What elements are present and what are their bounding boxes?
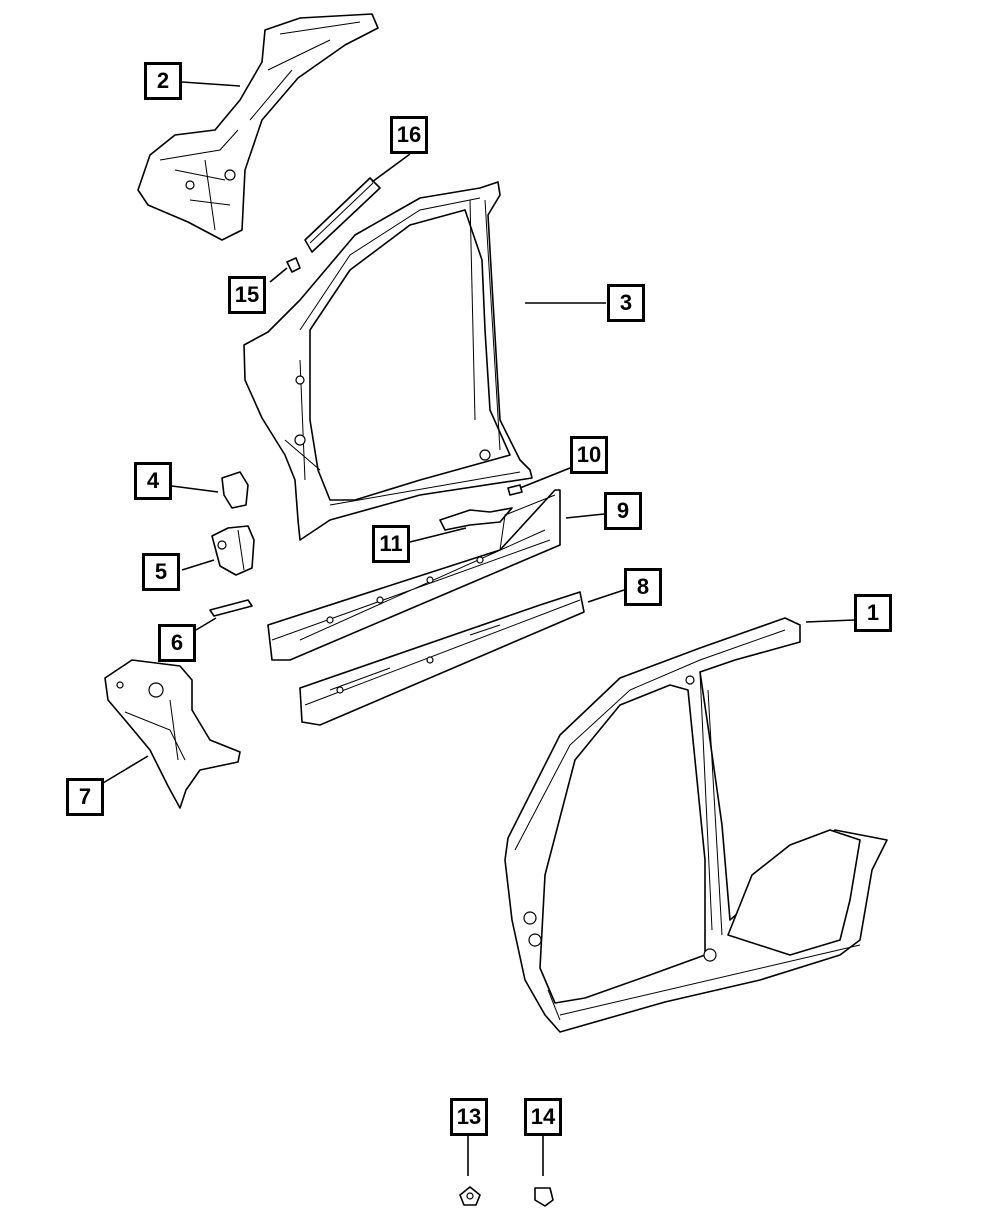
leader-16 (371, 153, 411, 183)
leader-6 (195, 617, 217, 631)
callout-3[interactable]: 3 (607, 284, 645, 322)
part-6-plate[interactable] (209, 599, 253, 617)
leader-4 (171, 485, 219, 493)
part-10-bracket[interactable] (507, 484, 523, 496)
leader-1 (805, 619, 855, 623)
leader-15 (269, 267, 288, 283)
part-7-cowl-side[interactable] (104, 659, 241, 809)
callout-1[interactable]: 1 (854, 594, 892, 632)
callout-9[interactable]: 9 (604, 492, 642, 530)
callout-5[interactable]: 5 (142, 553, 180, 591)
leader-9 (565, 513, 605, 519)
callout-7[interactable]: 7 (66, 778, 104, 816)
callout-8[interactable]: 8 (624, 568, 662, 606)
callout-2[interactable]: 2 (144, 62, 182, 100)
callout-14[interactable]: 14 (524, 1098, 562, 1136)
callout-4[interactable]: 4 (134, 462, 172, 500)
leader-5 (181, 559, 215, 571)
part-1-body-side-outer[interactable] (504, 617, 888, 1033)
callout-11[interactable]: 11 (372, 525, 410, 563)
callout-10[interactable]: 10 (570, 436, 608, 474)
callout-16[interactable]: 16 (390, 116, 428, 154)
part-4-bracket[interactable] (221, 471, 249, 509)
leader-lines (97, 81, 855, 1176)
leader-2 (181, 81, 241, 87)
part-2-a-pillar-reinforcement[interactable] (137, 13, 379, 241)
callout-13[interactable]: 13 (450, 1098, 488, 1136)
part-8-outer-sill[interactable] (299, 591, 585, 726)
part-14-nut[interactable] (534, 1187, 554, 1207)
part-9-inner-sill[interactable] (267, 489, 561, 661)
leader-7 (97, 755, 149, 787)
part-15-clip[interactable] (286, 257, 301, 273)
leader-8 (587, 589, 625, 603)
callout-6[interactable]: 6 (158, 624, 196, 662)
callout-15[interactable]: 15 (228, 276, 266, 314)
part-3-body-side-inner[interactable] (243, 181, 533, 541)
part-13-flange-nut[interactable] (459, 1186, 481, 1206)
part-11-sill-reinforcement[interactable] (439, 507, 513, 531)
leader-10 (519, 467, 571, 489)
part-5-hinge-bracket[interactable] (211, 525, 255, 576)
leader-11 (409, 527, 467, 543)
part-16-rail-strip[interactable] (304, 177, 381, 253)
